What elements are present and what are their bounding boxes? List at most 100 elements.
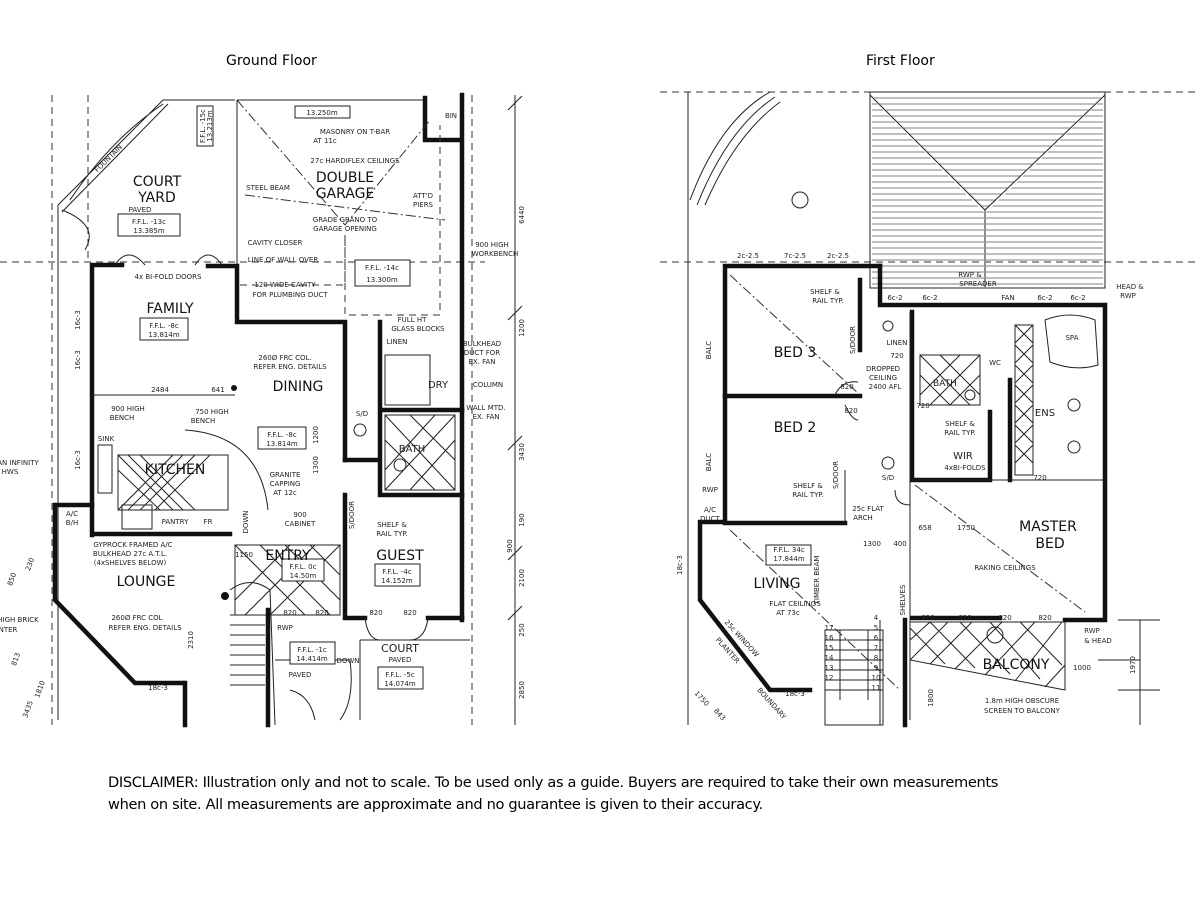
dimension-label: 820 bbox=[840, 383, 853, 391]
note: ARCH bbox=[853, 514, 872, 522]
note: DUCT bbox=[700, 515, 720, 523]
dimension-label: 6c-2 bbox=[1037, 294, 1052, 302]
dimension-label: 1200 bbox=[312, 426, 320, 444]
roof-hip-gap bbox=[871, 96, 1104, 288]
dimension-label: 190 bbox=[518, 513, 526, 526]
linen-marker bbox=[882, 320, 894, 332]
dimension-label: 1300 bbox=[312, 456, 320, 474]
dimension-ticks bbox=[507, 95, 523, 621]
room-label-bath: BATH bbox=[399, 444, 426, 455]
room-label-living: LIVING bbox=[754, 576, 801, 592]
guest-doors bbox=[364, 617, 429, 641]
dimension-label: 820 bbox=[1038, 614, 1051, 622]
cooktop bbox=[121, 504, 153, 530]
note: FOUNTAIN bbox=[93, 143, 124, 174]
laundry-tiles bbox=[384, 354, 431, 406]
door-swings bbox=[834, 381, 911, 506]
note: 4x BI-FOLD DOORS bbox=[135, 273, 203, 281]
dimension-label: 720 bbox=[890, 352, 903, 360]
note: SHELVES bbox=[899, 584, 907, 615]
note: RWP & bbox=[958, 271, 982, 279]
room-label-bed-2: BED 2 bbox=[774, 420, 817, 436]
basin bbox=[964, 389, 976, 401]
note: B/H bbox=[66, 519, 78, 527]
family-right-wall bbox=[205, 263, 348, 463]
note: BULKHEAD bbox=[463, 340, 501, 348]
dimension-label: 16c-3 bbox=[74, 450, 82, 470]
note: ATT'D bbox=[413, 192, 433, 200]
room-label-double-garage: GARAGE bbox=[316, 186, 375, 202]
note: SHELF & bbox=[945, 420, 975, 428]
note: A/C bbox=[66, 510, 78, 518]
disclaimer: DISCLAIMER: Illustration only and not to… bbox=[108, 772, 998, 816]
note: FOR PLUMBING DUCT bbox=[253, 291, 329, 299]
note: RAIL TYP. bbox=[376, 530, 407, 538]
bath-tiles bbox=[384, 414, 456, 491]
level-text: F.F.L. 0c bbox=[290, 563, 317, 571]
dimension-label: 820 bbox=[958, 614, 971, 622]
dimension-label: 820 bbox=[921, 614, 934, 622]
basin bbox=[1067, 440, 1081, 454]
dimension-label: 843 bbox=[712, 707, 727, 722]
entry-tiles bbox=[234, 544, 341, 616]
stair-number: 8 bbox=[874, 654, 878, 662]
dimension-label: 850 bbox=[6, 572, 18, 587]
stair-number: 5 bbox=[874, 624, 878, 632]
dimension-label: 16c-3 bbox=[74, 350, 82, 370]
note: FAN bbox=[1001, 294, 1014, 302]
dimension-label: 1800 bbox=[927, 689, 935, 707]
level-text: 13.814m bbox=[148, 331, 179, 339]
dimension-label: 1300 bbox=[863, 540, 881, 548]
stair-treads bbox=[230, 614, 265, 686]
dimension-label: 820 bbox=[283, 609, 296, 617]
first-floor-plan: BED 3 BED 2 BATH ENS SPA WIR MASTER BED … bbox=[660, 91, 1200, 728]
dimension-label: 820 bbox=[369, 609, 382, 617]
room-label-wc: WC bbox=[989, 359, 1001, 367]
stair-number: 9 bbox=[874, 664, 878, 672]
bath-walls bbox=[342, 319, 465, 498]
dimension-label: 820 bbox=[998, 614, 1011, 622]
note: GRADE GRANO TO bbox=[313, 216, 378, 224]
room-label-ens: ENS bbox=[1035, 408, 1055, 419]
room-label-guest: GUEST bbox=[376, 548, 424, 564]
note: TIMBER BEAM bbox=[813, 556, 821, 606]
boundary-line bbox=[57, 99, 235, 720]
dimension-label: 400 bbox=[893, 540, 906, 548]
room-label-balcony: BALCONY bbox=[983, 657, 1050, 673]
garage-right-wall bbox=[422, 92, 465, 623]
room-label-kitchen: KITCHEN bbox=[145, 462, 206, 478]
note: HEAD & bbox=[1116, 283, 1144, 291]
dimension-label: 230 bbox=[24, 557, 36, 572]
dimension-label: 900 bbox=[506, 539, 514, 552]
level-box bbox=[289, 641, 336, 665]
stair-number: 4 bbox=[874, 614, 879, 622]
room-label-court-yard: COURT bbox=[133, 174, 182, 190]
room-label-linen: LINEN bbox=[887, 339, 908, 347]
note: CABINET bbox=[285, 520, 316, 528]
level-box bbox=[765, 544, 812, 566]
note: AT 11c bbox=[313, 137, 337, 145]
note: BENCH bbox=[191, 417, 216, 425]
ground-floor-plan: COURT YARD DOUBLE GARAGE FAMILY DINING K… bbox=[0, 92, 526, 728]
note: SPREADER bbox=[959, 280, 997, 288]
dimension-label: 18c-3 bbox=[676, 555, 684, 575]
note: PIERS bbox=[413, 201, 434, 209]
level-text: 14.50m bbox=[290, 572, 317, 580]
note: 750 HIGH bbox=[195, 408, 229, 416]
level-text: F.F.L. -13c bbox=[132, 218, 166, 226]
note: DUCT FOR bbox=[464, 349, 500, 357]
level-text: F.F.L. -8c bbox=[149, 322, 179, 330]
room-label-master-bed: MASTER bbox=[1019, 519, 1077, 535]
level-box bbox=[117, 213, 181, 237]
note: FR bbox=[204, 518, 213, 526]
note: FULL HT bbox=[398, 316, 427, 324]
stair-number: 13 bbox=[825, 664, 834, 672]
note: S/DOOR bbox=[849, 326, 857, 354]
bi-fold-doors bbox=[114, 254, 223, 266]
note: MASONRY ON T-BAR bbox=[320, 128, 390, 136]
stair-treads bbox=[825, 630, 883, 700]
door-swing bbox=[61, 209, 90, 251]
note: A/C bbox=[704, 506, 716, 514]
note: S/D bbox=[356, 410, 368, 418]
stair-number: 11 bbox=[872, 684, 881, 692]
